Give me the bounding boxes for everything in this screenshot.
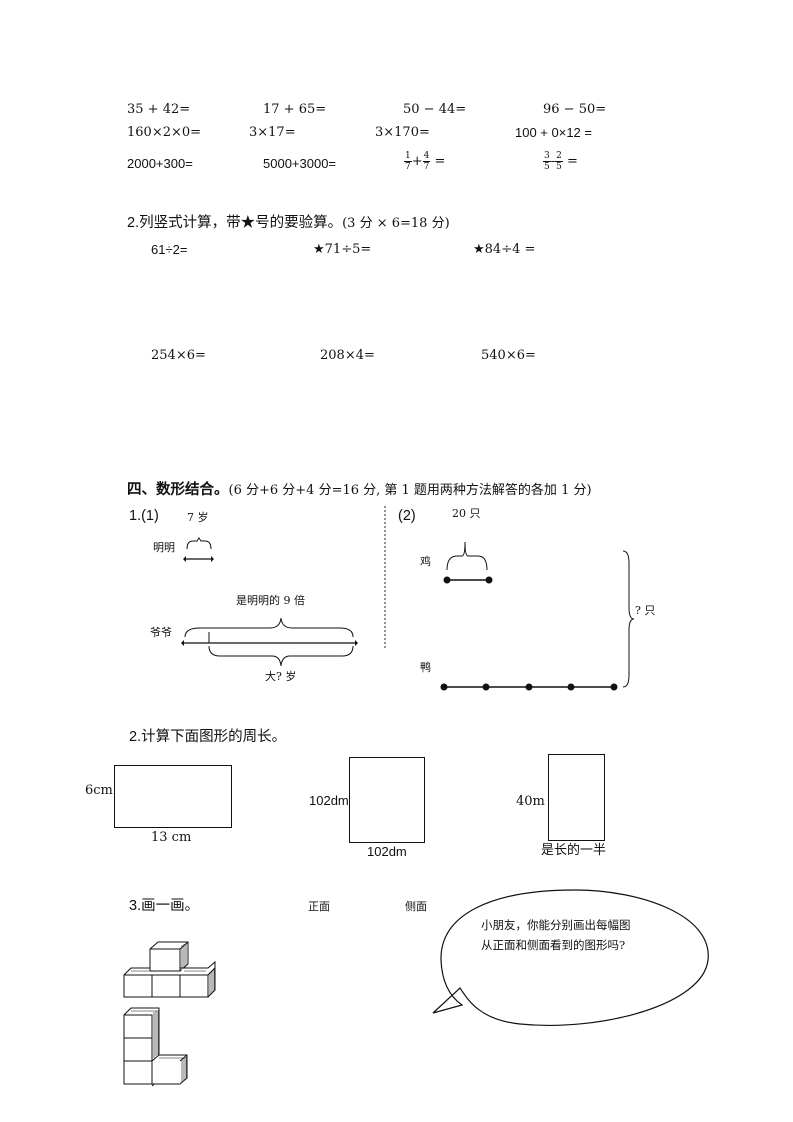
rect3-height-label: 40m	[516, 794, 545, 809]
section4-heading: 四、数形结合。(6 分+6 分+4 分=16 分, 第 1 题用两种方法解答的各…	[127, 482, 592, 498]
q2-title: 2.计算下面图形的周长。	[129, 729, 287, 745]
vertical-calc-6: 540×6=	[481, 348, 536, 363]
chicken-label: 鸡	[420, 555, 431, 568]
vertical-calc-2: ★71÷5=	[313, 242, 372, 257]
q1-part1-label: 1.(1)	[129, 508, 159, 524]
vertical-calc-1: 61÷2=	[151, 242, 188, 257]
difference-label: 大? 岁	[265, 670, 297, 683]
mingming-age-label: 7 岁	[187, 511, 209, 524]
vertical-calc-5: 208×4=	[320, 348, 375, 363]
rectangle-3	[548, 754, 605, 841]
calc-2-2: 3×17=	[249, 125, 296, 140]
chicken-count-label: 20 只	[452, 507, 481, 520]
calc-3-1: 2000+300=	[127, 156, 193, 171]
rect1-height-label: 6cm	[85, 783, 113, 798]
calc-3-2: 5000+3000=	[263, 156, 337, 171]
rect2-width-label: 102dm	[367, 844, 407, 859]
side-label: 侧面	[405, 900, 427, 913]
q1-part2-label: (2)	[398, 508, 416, 524]
bubble-line-2: 从正面和侧面看到的图形吗?	[481, 938, 626, 952]
square-2	[349, 757, 425, 843]
rect3-note-label: 是长的一半	[541, 843, 607, 858]
q3-title: 3.画一画。	[129, 898, 200, 914]
calc-1-2: 17 + 65=	[263, 102, 327, 117]
grandpa-label: 爷爷	[150, 626, 172, 639]
front-label: 正面	[308, 900, 330, 913]
calc-1-1: 35 + 42=	[127, 102, 191, 117]
vertical-calc-3: ★84÷4 =	[473, 242, 536, 257]
mingming-label: 明明	[153, 541, 175, 554]
bubble-line-1: 小朋友，你能分别画出每幅图	[481, 918, 631, 932]
calc-2-4: 100 + 0×12 =	[515, 125, 592, 140]
calc-1-3: 50 − 44=	[403, 102, 467, 117]
total-label: ? 只	[635, 604, 656, 617]
calc-2-1: 160×2×0=	[127, 125, 202, 140]
rectangle-1	[114, 765, 232, 828]
section2-heading: 2.列竖式计算，带★号的要验算。(3 分 × 6=18 分)	[127, 215, 450, 231]
duck-label: 鸭	[420, 661, 431, 674]
calc-2-3: 3×170=	[375, 125, 430, 140]
vertical-calc-4: 254×6=	[151, 348, 206, 363]
multiple-label: 是明明的 9 倍	[236, 594, 305, 607]
calc-1-4: 96 − 50=	[543, 102, 607, 117]
rect2-height-label: 102dm	[309, 793, 349, 808]
rect1-width-label: 13 cm	[151, 830, 192, 845]
